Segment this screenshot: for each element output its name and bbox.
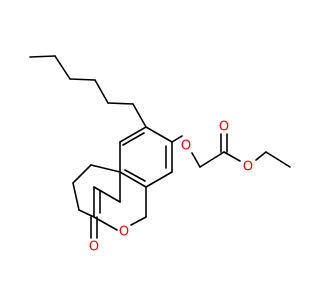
bond-ester-o-to-ethyl-1 <box>255 151 267 161</box>
bond-ring-a-6 <box>145 126 173 143</box>
bond-cyclopentane-3 <box>72 182 80 211</box>
bond-cyclopentane-4 <box>78 209 95 218</box>
bond-ring-b-5 <box>130 216 147 226</box>
bond-ring-a-3 <box>119 171 147 188</box>
ether-oxygen-label: O <box>181 139 191 154</box>
bond-hexyl-3 <box>69 78 96 81</box>
structure-canvas: O O O O O <box>29 55 291 255</box>
bond-hexyl-4 <box>94 79 109 104</box>
bond-ring-a-4 <box>145 171 173 188</box>
bond-ring-to-ether-o <box>171 135 183 143</box>
bond-ring-b-4 <box>93 216 118 231</box>
bond-ester-c-to-ester-o <box>223 151 241 162</box>
ester-carbonyl-oxygen-label: O <box>219 120 229 135</box>
ester-oxygen-label: O <box>243 160 253 175</box>
bond-hexyl-6 <box>132 103 147 128</box>
bond-ethyl-2 <box>265 151 291 168</box>
bond-cyclopentane-2 <box>72 164 92 184</box>
bond-hexyl-1 <box>29 55 56 58</box>
bond-ether-o-to-ch2 <box>191 152 201 168</box>
lactone-carbonyl-oxygen-label: O <box>89 240 99 255</box>
bond-ring-a-3-inner <box>124 169 146 182</box>
molecule-structure: O O O O O <box>29 55 291 255</box>
bond-ring-a-1-inner <box>122 132 145 146</box>
bond-cyclopentane-1 <box>90 164 121 173</box>
bond-hexyl-5 <box>107 102 134 105</box>
bond-ring-b-2 <box>93 186 121 203</box>
ring-oxygen-label: O <box>119 225 129 240</box>
bond-ch2-to-ester-c <box>199 151 225 168</box>
bond-ring-a-1 <box>119 126 147 143</box>
bond-hexyl-2 <box>54 55 71 80</box>
